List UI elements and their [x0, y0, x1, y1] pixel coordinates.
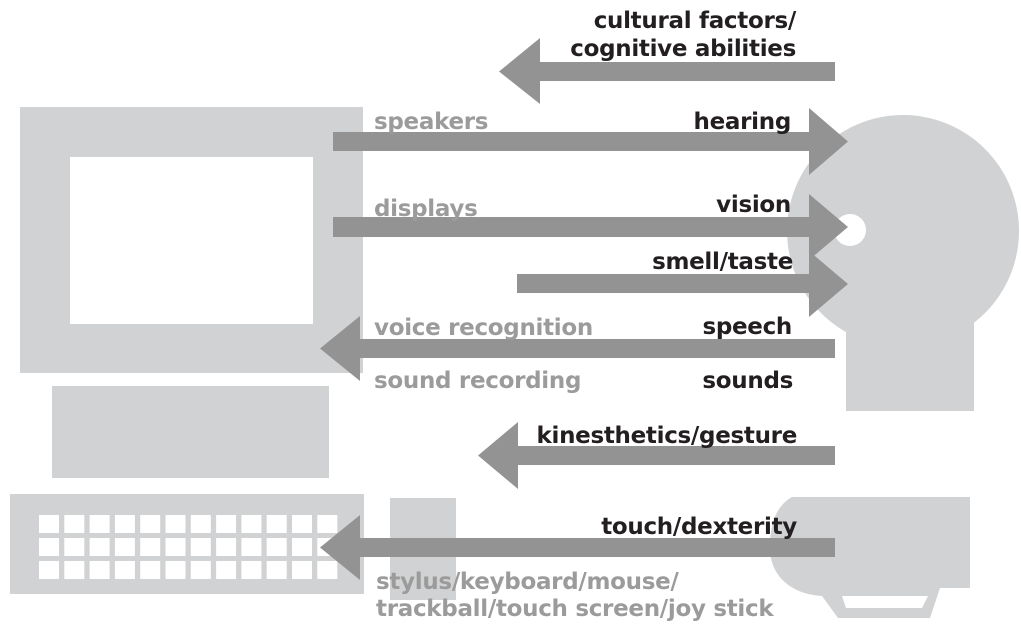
keyboard-key: [64, 538, 85, 556]
keyboard-key: [292, 515, 312, 533]
label-voice-recognition: voice recognition: [374, 315, 593, 341]
arrow-hearing: [333, 108, 848, 175]
computer-monitor-icon: [20, 107, 363, 373]
label-vision: vision: [716, 192, 791, 218]
keyboard-key: [64, 561, 85, 579]
arrow-kinesthetics: [478, 422, 835, 489]
keyboard-key: [317, 561, 338, 579]
keyboard-key: [114, 515, 135, 533]
human-hand-icon: [770, 497, 970, 618]
keyboard-key: [241, 538, 262, 556]
keyboard-key: [165, 538, 186, 556]
label-input-devices-line2: trackball/touch screen/joy stick: [376, 596, 774, 622]
keyboard-keys: [39, 515, 338, 579]
label-input-devices-line1: stylus/keyboard/mouse/: [376, 569, 679, 595]
label-kinesthetics-gesture: kinesthetics/gesture: [537, 423, 797, 449]
keyboard-key: [241, 561, 262, 579]
hand-gap: [842, 596, 928, 608]
keyboard-key: [292, 561, 312, 579]
keyboard-key: [190, 515, 211, 533]
keyboard-key: [190, 538, 211, 556]
keyboard-key: [165, 515, 186, 533]
keyboard-key: [216, 561, 237, 579]
label-touch-dexterity: touch/dexterity: [601, 514, 797, 540]
label-sound-recording: sound recording: [374, 368, 581, 394]
arrow-smell-taste: [517, 251, 848, 317]
computer-base-icon: [52, 386, 329, 478]
keyboard-key: [292, 538, 312, 556]
keyboard-key: [39, 538, 59, 556]
arrow-vision: [333, 194, 848, 260]
keyboard-key: [266, 515, 287, 533]
keyboard-key: [190, 561, 211, 579]
label-cultural-factors-line1: cultural factors/: [594, 8, 797, 34]
label-speech: speech: [702, 314, 792, 340]
keyboard-key: [89, 561, 110, 579]
keyboard-key: [317, 515, 338, 533]
keyboard-key: [114, 538, 135, 556]
arrow-cultural-factors: [499, 38, 835, 104]
monitor-screen: [70, 157, 313, 324]
label-speakers: speakers: [374, 109, 488, 135]
arrow-speech-sounds: [320, 316, 835, 381]
keyboard-key: [114, 561, 135, 579]
label-hearing: hearing: [694, 109, 791, 135]
keyboard-key: [89, 515, 110, 533]
keyboard-key: [64, 515, 85, 533]
keyboard-key: [216, 538, 237, 556]
label-smell-taste: smell/taste: [652, 249, 793, 275]
keyboard-key: [89, 538, 110, 556]
label-cultural-factors-line2: cognitive abilities: [570, 36, 796, 62]
label-displays: displays: [374, 196, 477, 222]
label-sounds: sounds: [702, 368, 793, 394]
keyboard-key: [140, 515, 161, 533]
keyboard-key: [165, 561, 186, 579]
keyboard-key: [266, 538, 287, 556]
human-head-icon: [787, 115, 1019, 411]
keyboard-key: [266, 561, 287, 579]
arrow-touch: [320, 515, 835, 580]
keyboard-key: [216, 515, 237, 533]
keyboard-key: [241, 515, 262, 533]
keyboard-key: [39, 561, 59, 579]
keyboard-key: [39, 515, 59, 533]
keyboard-key: [140, 561, 161, 579]
keyboard-icon: [10, 494, 364, 594]
keyboard-key: [140, 538, 161, 556]
